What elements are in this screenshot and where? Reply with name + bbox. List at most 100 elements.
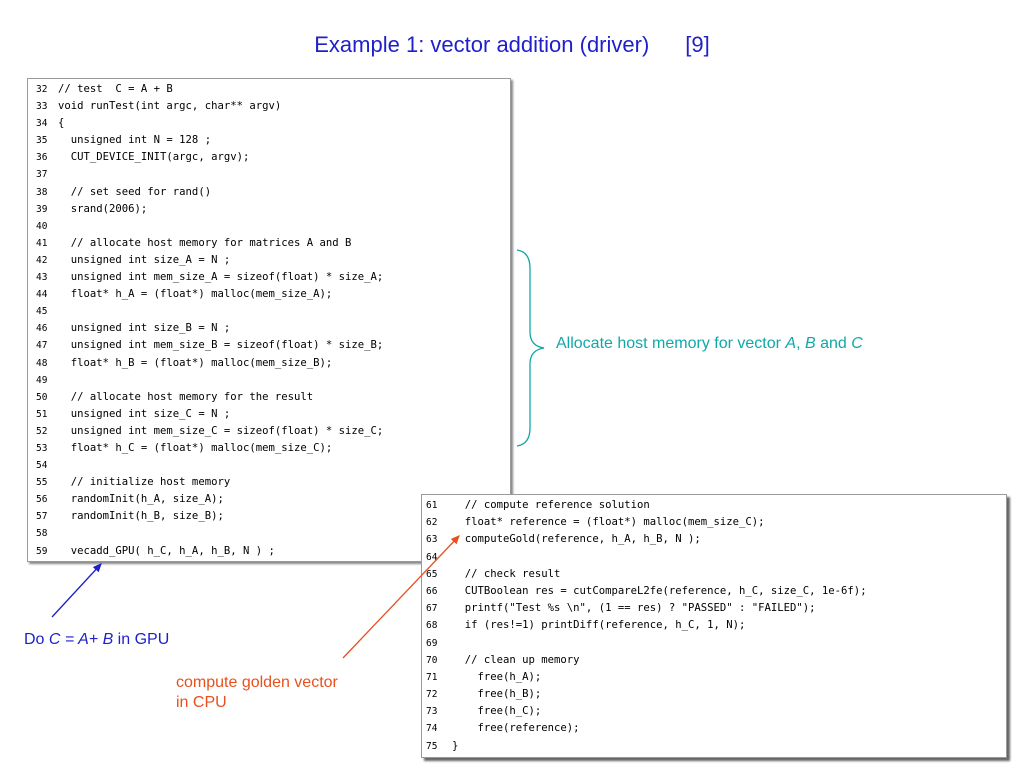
code-text: printf("Test %s \n", (1 == res) ? "PASSE… (452, 602, 816, 615)
code-line: 37 (28, 166, 510, 183)
line-number: 62 (426, 517, 438, 529)
code-line: 48 float* h_B = (float*) malloc(mem_size… (28, 355, 510, 372)
code-line: 49 (28, 372, 510, 389)
code-line: 57 randomInit(h_B, size_B); (28, 508, 510, 525)
code-line: 43 unsigned int mem_size_A = sizeof(floa… (28, 269, 510, 286)
code-line: 42 unsigned int size_A = N ; (28, 252, 510, 269)
line-number: 45 (36, 306, 48, 318)
code-text: // allocate host memory for the result (58, 390, 314, 403)
line-number: 56 (36, 494, 48, 506)
line-number: 63 (426, 534, 438, 546)
code-text: srand(2006); (58, 202, 148, 215)
code-text: free(h_B); (452, 688, 542, 701)
code-line: 73 free(h_C); (422, 703, 1006, 720)
gpu-annotation: Do C = A+ B in GPU (24, 631, 170, 648)
code-line: 63 computeGold(reference, h_A, h_B, N ); (422, 531, 1006, 548)
line-number: 43 (36, 272, 48, 284)
code-line: 64 (422, 549, 1006, 566)
line-number: 67 (426, 603, 438, 615)
code-text: float* h_A = (float*) malloc(mem_size_A)… (58, 288, 333, 301)
line-number: 35 (36, 135, 48, 147)
code-text: float* reference = (float*) malloc(mem_s… (452, 516, 765, 529)
code-line: 40 (28, 218, 510, 235)
code-text: randomInit(h_B, size_B); (58, 510, 224, 523)
code-line: 69 (422, 635, 1006, 652)
code-line: 56 randomInit(h_A, size_A); (28, 491, 510, 508)
line-number: 70 (426, 654, 438, 666)
line-number: 36 (36, 152, 48, 164)
line-number: 74 (426, 723, 438, 735)
line-number: 75 (426, 740, 438, 752)
code-line: 32// test C = A + B (28, 81, 510, 98)
line-number: 39 (36, 203, 48, 215)
line-number: 47 (36, 340, 48, 352)
line-number: 51 (36, 408, 48, 420)
code-line: 34{ (28, 115, 510, 132)
code-text: computeGold(reference, h_A, h_B, N ); (452, 533, 701, 546)
line-number: 69 (426, 637, 438, 649)
code-text: free(h_A); (452, 670, 542, 683)
gpu-arrow (51, 563, 102, 618)
code-text: // initialize host memory (58, 476, 231, 489)
code-text: CUT_DEVICE_INIT(argc, argv); (58, 151, 250, 164)
code-text: // check result (452, 567, 561, 580)
code-line: 75} (422, 738, 1006, 755)
code-line: 46 unsigned int size_B = N ; (28, 320, 510, 337)
code-line: 41 // allocate host memory for matrices … (28, 235, 510, 252)
code-line: 59 vecadd_GPU( h_C, h_A, h_B, N ) ; (28, 543, 510, 560)
code-text: unsigned int mem_size_B = sizeof(float) … (58, 339, 384, 352)
line-number: 38 (36, 186, 48, 198)
code-text: // compute reference solution (452, 499, 650, 511)
code-text: unsigned int size_A = N ; (58, 253, 231, 266)
code-text: // set seed for rand() (58, 185, 212, 198)
code-text: } (452, 739, 459, 752)
line-number: 66 (426, 585, 438, 597)
code-text: vecadd_GPU( h_C, h_A, h_B, N ) ; (58, 544, 275, 557)
line-number: 42 (36, 254, 48, 266)
code-text: unsigned int mem_size_C = sizeof(float) … (58, 424, 384, 437)
line-number: 58 (36, 528, 48, 540)
code-line: 53 float* h_C = (float*) malloc(mem_size… (28, 440, 510, 457)
line-number: 71 (426, 671, 438, 683)
code-line: 38 // set seed for rand() (28, 184, 510, 201)
code-line: 74 free(reference); (422, 720, 1006, 737)
line-number: 48 (36, 357, 48, 369)
code-text: unsigned int mem_size_A = sizeof(float) … (58, 271, 384, 284)
code-line: 44 float* h_A = (float*) malloc(mem_size… (28, 286, 510, 303)
code-text: float* h_B = (float*) malloc(mem_size_B)… (58, 356, 333, 369)
code-line: 66 CUTBoolean res = cutCompareL2fe(refer… (422, 583, 1006, 600)
code-text: float* h_C = (float*) malloc(mem_size_C)… (58, 441, 333, 454)
code-line: 72 free(h_B); (422, 686, 1006, 703)
code-text: free(reference); (452, 722, 580, 735)
code-text: free(h_C); (452, 705, 542, 718)
code-line: 52 unsigned int mem_size_C = sizeof(floa… (28, 423, 510, 440)
slide-title-text: Example 1: vector addition (driver) (314, 32, 650, 57)
line-number: 41 (36, 237, 48, 249)
line-number: 37 (36, 169, 48, 181)
line-number: 46 (36, 323, 48, 335)
code-line: 70 // clean up memory (422, 652, 1006, 669)
code-text: unsigned int N = 128 ; (58, 134, 212, 147)
line-number: 59 (36, 545, 48, 557)
line-number: 44 (36, 289, 48, 301)
code-text: // allocate host memory for matrices A a… (58, 236, 352, 249)
code-line: 65 // check result (422, 566, 1006, 583)
line-number: 52 (36, 425, 48, 437)
code-text: { (58, 117, 65, 130)
line-number: 64 (426, 551, 438, 563)
code-text: randomInit(h_A, size_A); (58, 493, 224, 506)
line-number: 53 (36, 442, 48, 454)
code-line: 54 (28, 457, 510, 474)
line-number: 49 (36, 374, 48, 386)
code-text: if (res!=1) printDiff(reference, h_C, 1,… (452, 619, 746, 632)
line-number: 55 (36, 477, 48, 489)
line-number: 73 (426, 706, 438, 718)
code-text: CUTBoolean res = cutCompareL2fe(referenc… (452, 584, 867, 597)
code-line: 51 unsigned int size_C = N ; (28, 406, 510, 423)
line-number: 54 (36, 460, 48, 472)
code-line: 62 float* reference = (float*) malloc(me… (422, 514, 1006, 531)
